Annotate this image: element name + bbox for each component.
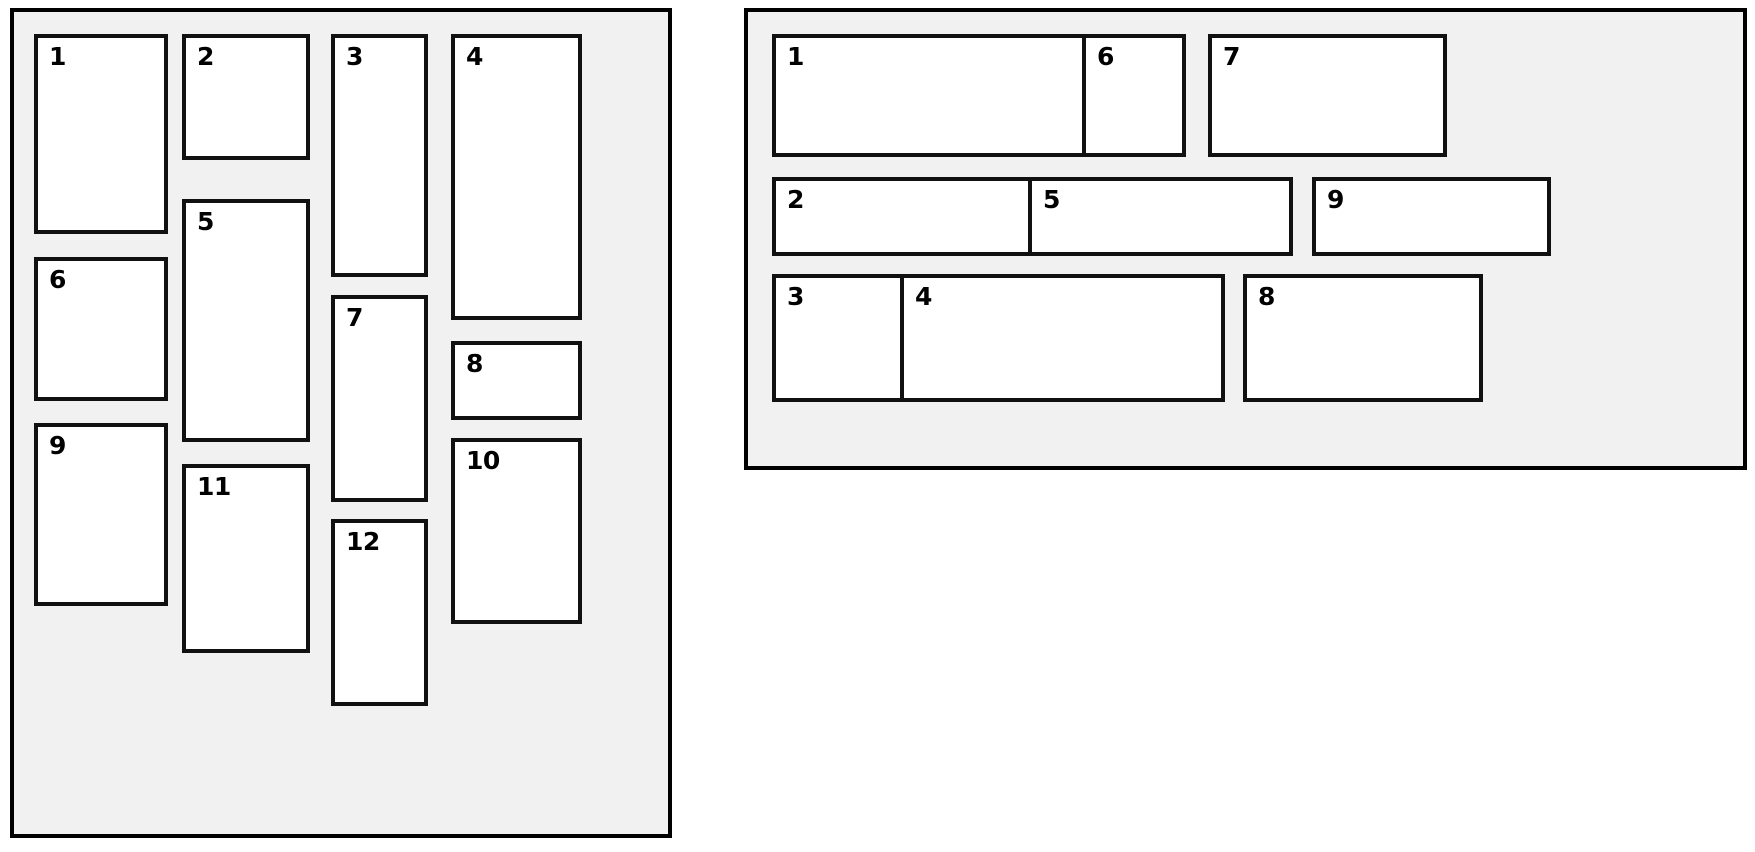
layout-box-label: 7 (346, 303, 363, 332)
layout-box[interactable]: 11 (182, 464, 310, 653)
layout-box-label: 10 (466, 446, 500, 475)
layout-box-label: 6 (1097, 42, 1114, 71)
layout-box-label: 4 (466, 42, 483, 71)
layout-box[interactable]: 8 (1243, 274, 1483, 402)
layout-box-label: 2 (787, 185, 804, 214)
layout-box[interactable]: 9 (34, 423, 168, 606)
layout-box[interactable]: 4 (451, 34, 582, 320)
layout-box-label: 5 (197, 207, 214, 236)
layout-box[interactable]: 5 (1028, 177, 1293, 256)
layout-box-label: 7 (1223, 42, 1240, 71)
layout-box[interactable]: 10 (451, 438, 582, 624)
layout-box-label: 3 (787, 282, 804, 311)
layout-box[interactable]: 7 (331, 295, 428, 502)
layout-box[interactable]: 6 (1082, 34, 1186, 157)
layout-box-label: 1 (49, 42, 66, 71)
layout-box-label: 4 (915, 282, 932, 311)
layout-box-label: 8 (1258, 282, 1275, 311)
layout-box[interactable]: 12 (331, 519, 428, 706)
layout-box-label: 1 (787, 42, 804, 71)
layout-box[interactable]: 8 (451, 341, 582, 420)
layout-box-label: 2 (197, 42, 214, 71)
layout-box-label: 9 (49, 431, 66, 460)
layout-box-label: 6 (49, 265, 66, 294)
layout-box-label: 9 (1327, 185, 1344, 214)
layout-box-label: 3 (346, 42, 363, 71)
layout-box[interactable]: 7 (1208, 34, 1447, 157)
layout-box[interactable]: 6 (34, 257, 168, 401)
layout-box[interactable]: 4 (900, 274, 1225, 402)
right-layout-panel: 1 6 7 2 5 9 3 4 8 (744, 8, 1747, 470)
layout-box[interactable]: 3 (331, 34, 428, 277)
layout-box[interactable]: 2 (182, 34, 310, 160)
layout-box-label: 8 (466, 349, 483, 378)
layout-box[interactable]: 1 (34, 34, 168, 234)
layout-box-label: 11 (197, 472, 231, 501)
layout-box-label: 12 (346, 527, 380, 556)
layout-box[interactable]: 5 (182, 199, 310, 442)
layout-box-label: 5 (1043, 185, 1060, 214)
layout-box[interactable]: 9 (1312, 177, 1551, 256)
